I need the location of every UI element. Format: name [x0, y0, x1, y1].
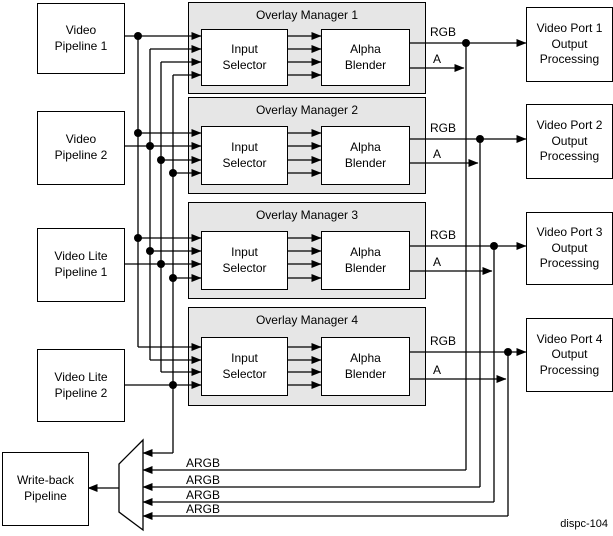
writeback-pipeline-box: Write-back Pipeline	[2, 452, 89, 526]
vlp1-net	[123, 58, 202, 376]
vlp2-net	[123, 71, 202, 457]
input-selector-2-box: Input Selector	[201, 126, 288, 185]
overlay-manager-3-title: Overlay Manager 3	[255, 208, 359, 222]
argb-label-3: ARGB	[186, 488, 221, 502]
om3-rgb-label: RGB	[430, 228, 457, 242]
om2-output-net	[142, 135, 527, 491]
argb-label-1: ARGB	[186, 456, 221, 470]
input-selector-4-box: Input Selector	[201, 337, 288, 396]
overlay-manager-4-title: Overlay Manager 4	[255, 313, 359, 327]
om3-a-label: A	[433, 255, 442, 269]
video-pipeline-1-box: Video Pipeline 1	[37, 3, 125, 74]
argb-label-2: ARGB	[186, 473, 221, 487]
om1-a-label: A	[433, 52, 442, 66]
video-port-3-output-box: Video Port 3 Output Processing	[526, 212, 613, 285]
om4-internal-arrows	[286, 343, 322, 389]
alpha-blender-1-box: Alpha Blender	[321, 29, 410, 86]
video-port-4-output-box: Video Port 4 Output Processing	[526, 318, 613, 392]
om2-a-label: A	[433, 147, 442, 161]
om3-internal-arrows	[286, 234, 322, 282]
om2-rgb-label: RGB	[430, 121, 457, 135]
om1-internal-arrows	[286, 32, 322, 79]
alpha-blender-4-box: Alpha Blender	[321, 337, 410, 396]
input-selector-1-box: Input Selector	[201, 29, 288, 86]
video-port-1-output-box: Video Port 1 Output Processing	[526, 7, 613, 82]
om2-internal-arrows	[286, 129, 322, 177]
input-selector-3-box: Input Selector	[201, 231, 288, 290]
om4-rgb-label: RGB	[430, 334, 457, 348]
writeback-mux	[118, 438, 144, 532]
video-pipeline-2-box: Video Pipeline 2	[37, 111, 125, 185]
overlay-manager-2-title: Overlay Manager 2	[255, 103, 359, 117]
overlay-manager-1-title: Overlay Manager 1	[255, 8, 359, 22]
video-port-2-output-box: Video Port 2 Output Processing	[526, 104, 613, 179]
vp2-net	[123, 45, 202, 364]
om1-rgb-label: RGB	[430, 25, 457, 39]
alpha-blender-2-box: Alpha Blender	[321, 126, 410, 185]
om3-output-net	[142, 242, 527, 506]
video-lite-pipeline-2-box: Video Lite Pipeline 2	[37, 349, 125, 422]
video-lite-pipeline-1-box: Video Lite Pipeline 1	[37, 228, 125, 302]
alpha-blender-3-box: Alpha Blender	[321, 231, 410, 290]
argb-label-4: ARGB	[186, 502, 221, 516]
junction-dots	[134, 32, 512, 389]
vp1-net	[123, 32, 202, 351]
om4-a-label: A	[433, 363, 442, 377]
figure-id-label: dispc-104	[560, 518, 608, 530]
